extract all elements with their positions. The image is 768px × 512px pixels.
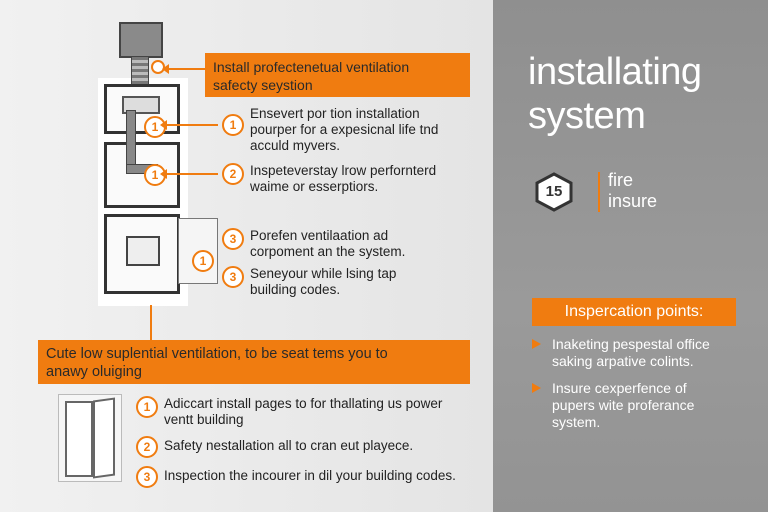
step-bottom-1-line2: ventt building [164,412,244,427]
step-bottom-2-number: 2 [136,436,158,458]
logo-line2: insure [608,191,658,211]
header-banner-line2: safecty seystion [213,77,313,93]
step-top-1-line2: pourper for a expesicnal life tnd [250,122,439,137]
step-bottom-1-text: Adiccart install pages to for thallating… [164,396,442,428]
step-bottom-3-number: 3 [136,466,158,488]
step-top-3-text: Porefen ventilaation ad corpoment an the… [250,228,405,260]
step-top-2-line2: waime or esserptiors. [250,179,379,194]
right-panel [493,0,768,512]
point-1-line2: saking arpative colints. [552,353,694,369]
badge-icon: 15 [534,172,574,212]
header-banner-line1: Install profectenetual ventilation [213,59,410,75]
door-frame [65,401,93,477]
step-arrow-1 [160,120,218,130]
step-bottom-3-text: Inspection the incourer in dil your buil… [164,468,456,484]
step-bottom-2-line1: Safety nestallation all to cran eut play… [164,438,414,453]
step-top-4-line1: Seneyour while lsing tap [250,266,397,281]
logo-divider [598,172,600,212]
header-arrow [162,64,206,74]
step-bottom-1-number: 1 [136,396,158,418]
leader-line [150,305,152,345]
step-top-1-number: 1 [222,114,244,136]
header-banner: Install profectenetual ventilation safec… [205,53,470,97]
door-leaf [93,397,115,479]
diagram-marker-3: 1 [192,250,214,272]
point-2-text: Insure cexperfence of pupers wite profer… [552,380,752,431]
fan-unit [126,236,160,266]
step-top-1-line1: Ensevert por tion installation [250,106,420,121]
logo-line1: fire [608,170,634,190]
vent-cap [119,22,163,58]
step-top-1-line3: acculd myvers. [250,138,341,153]
step-bottom-2-text: Safety nestallation all to cran eut play… [164,438,413,454]
step-top-3-number: 3 [222,228,244,250]
point-1-text: Inaketing pespestal office saking arpati… [552,336,752,370]
step-top-4-line2: building codes. [250,282,341,297]
step-top-2-line1: Inspeteverstay lrow perfornterd [250,163,437,178]
point-1-arrow-icon [532,339,541,349]
step-arrow-2 [160,169,218,179]
door-illustration [58,394,122,482]
point-1-line1: Inaketing pespestal office [552,336,710,352]
mid-banner-line2: anawy oluiging [46,364,142,380]
vent-box [122,96,160,114]
step-top-2-number: 2 [222,163,244,185]
logo-text: fire insure [608,170,657,212]
step-top-4-text: Seneyour while lsing tap building codes. [250,266,396,298]
step-bottom-1-line1: Adiccart install pages to for thallating… [164,396,443,411]
side-title-line1: installating [528,51,702,93]
points-header: Inspercation points: [532,298,736,326]
duct-pipe [126,110,136,172]
step-top-3-line2: corpoment an the system. [250,244,406,259]
step-top-1-text: Ensevert por tion installation pourper f… [250,106,438,154]
step-bottom-3-line1: Inspection the incourer in dil your buil… [164,468,456,483]
step-top-3-line1: Porefen ventilaation ad [250,228,389,243]
mid-banner: Cute low suplential ventilation, to be s… [38,340,470,384]
side-title-line2: system [528,95,646,137]
side-title: installating system [528,50,702,138]
point-2-line3: system. [552,414,601,430]
point-2-line2: pupers wite proferance [552,397,695,413]
hexagon-badge-icon [535,172,573,212]
badge-number: 15 [545,183,563,200]
vent-frame-2 [104,142,180,208]
step-top-4-number: 3 [222,266,244,288]
point-2-line1: Insure cexperfence of [552,380,687,396]
point-2-arrow-icon [532,383,541,393]
step-top-2-text: Inspeteverstay lrow perfornterd waime or… [250,163,436,195]
mid-banner-line1: Cute low suplential ventilation, to be s… [46,346,388,362]
